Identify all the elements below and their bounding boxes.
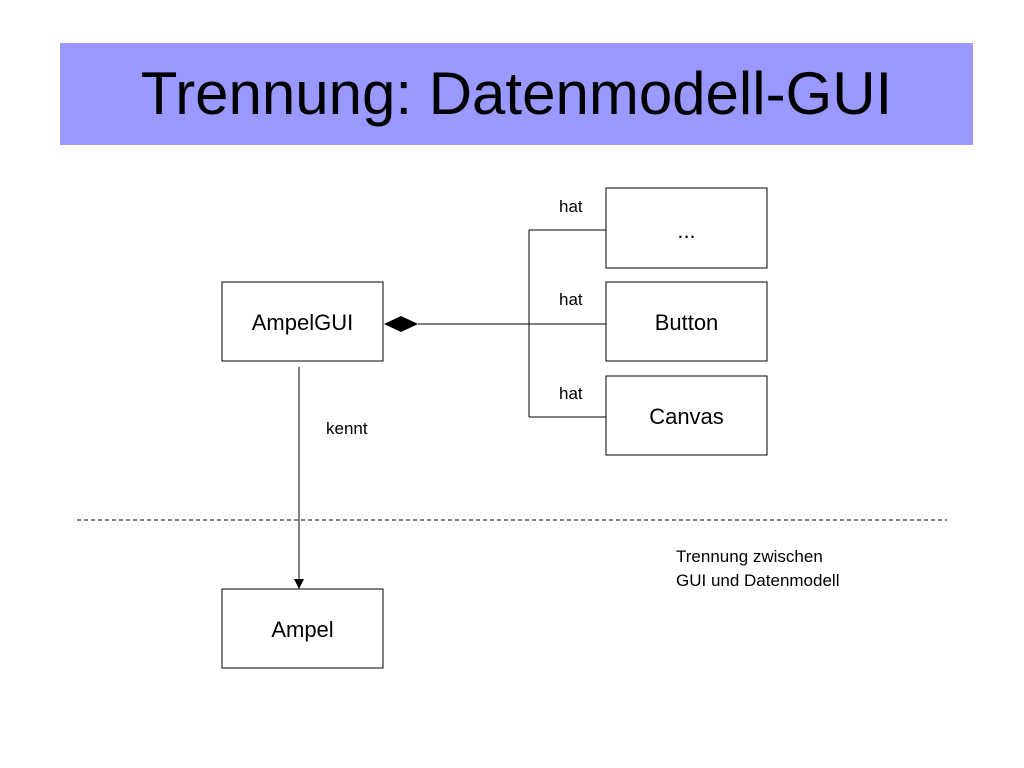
title-bar: Trennung: Datenmodell-GUI [60,43,973,145]
class-box-canvas-label: Canvas [649,404,724,429]
class-box-ampelgui-label: AmpelGUI [252,310,353,335]
class-box-ellipsis: ... [605,187,768,269]
class-box-ellipsis-label: ... [677,218,695,243]
separator-note-line-1: Trennung zwischen [676,547,823,566]
slide-title: Trennung: Datenmodell-GUI [140,60,893,127]
class-box-ampelgui: AmpelGUI [221,281,384,362]
relation-label-hat-ellipsis: hat [559,197,583,216]
class-box-canvas: Canvas [605,375,768,456]
relation-label-hat-button: hat [559,290,583,309]
composition-connector [384,229,606,418]
class-box-button: Button [605,281,768,362]
relation-label-hat-canvas: hat [559,384,583,403]
class-box-ampel: Ampel [221,588,384,669]
composition-diamond-icon [384,316,418,332]
separator-note-line-2: GUI und Datenmodell [676,571,839,590]
class-box-ampel-label: Ampel [271,617,333,642]
class-box-button-label: Button [655,310,719,335]
relation-label-kennt: kennt [326,419,368,438]
